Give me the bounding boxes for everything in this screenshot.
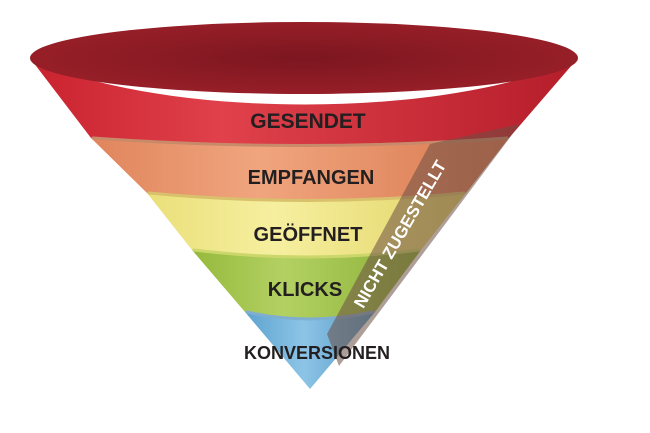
stage-label-konversionen: KONVERSIONEN: [244, 343, 390, 363]
stage-label-klicks: KLICKS: [268, 279, 342, 301]
funnel-stage-empfangen: [91, 138, 509, 201]
funnel-stage-gesendet: [30, 58, 578, 146]
stage-label-gesendet: GESENDET: [250, 110, 366, 133]
stage-label-empfangen: EMPFANGEN: [248, 167, 375, 189]
side-band-nicht-zugestellt: [327, 124, 520, 366]
funnel-top-opening: [30, 22, 578, 94]
stage-label-geoeffnet: GEÖFFNET: [254, 223, 363, 246]
